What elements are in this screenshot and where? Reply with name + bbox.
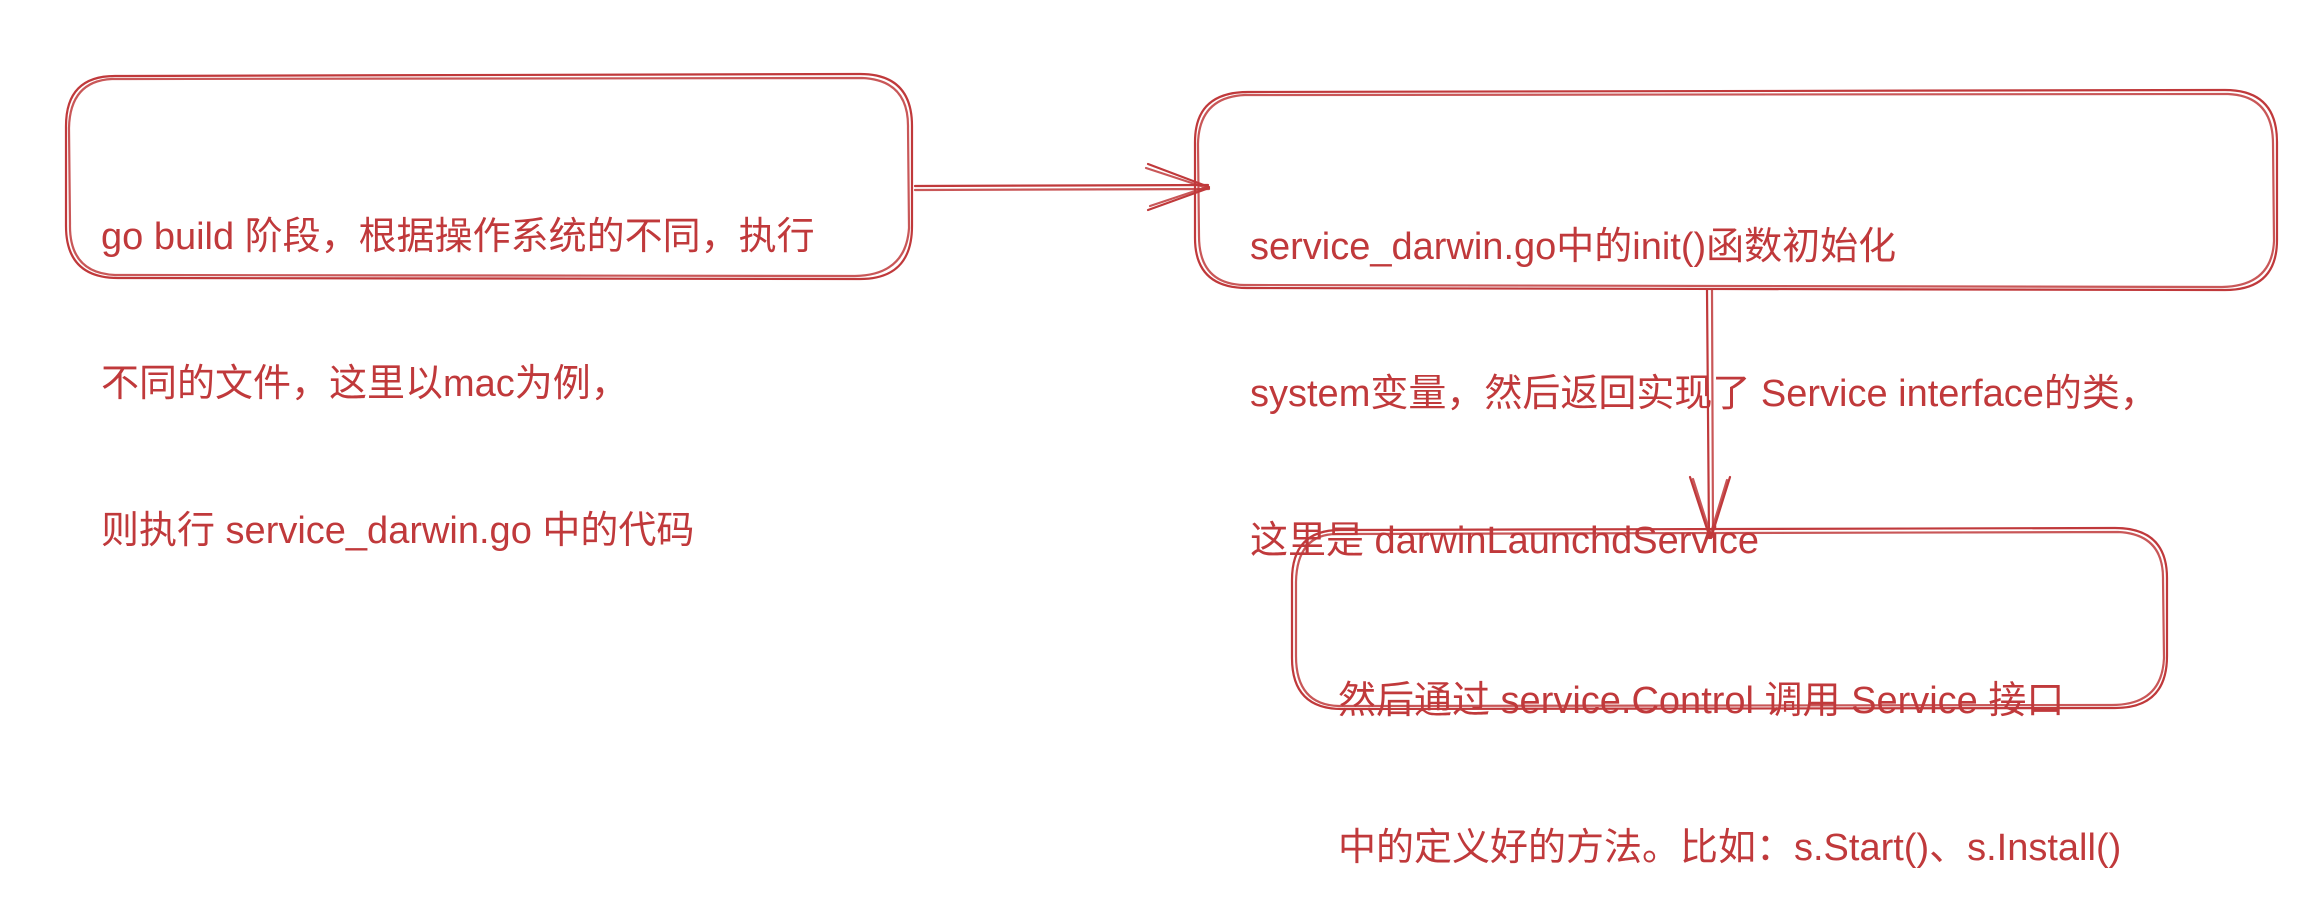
node-text-control: 然后通过 service.Control 调用 Service 接口 中的定义好… <box>1338 579 2121 922</box>
node-box-init <box>1193 88 2279 292</box>
node-init-line-3: 这里是 darwinLaunchdService <box>1250 520 1760 562</box>
node-control-line-1: 然后通过 service.Control 调用 Service 接口 <box>1338 680 2065 722</box>
node-box-build <box>64 72 914 281</box>
node-box-control <box>1290 526 2169 711</box>
node-build-line-2: 不同的文件，这里以mac为例， <box>101 363 629 405</box>
node-text-build: go build 阶段，根据操作系统的不同，执行 不同的文件，这里以mac为例，… <box>101 115 815 605</box>
node-init-line-2: system变量，然后返回实现了 Service interface的类， <box>1250 373 2158 415</box>
node-build-line-3: 则执行 service_darwin.go 中的代码 <box>101 510 695 552</box>
edge-build-to-init <box>913 162 1211 212</box>
node-init-line-1: service_darwin.go中的init()函数初始化 <box>1250 226 1897 268</box>
node-text-init: service_darwin.go中的init()函数初始化 system变量，… <box>1250 125 2158 615</box>
flow-diagram-canvas <box>64 72 2279 711</box>
node-control-line-2: 中的定义好的方法。比如：s.Start()、s.Install() <box>1338 827 2122 869</box>
node-build-line-1: go build 阶段，根据操作系统的不同，执行 <box>101 216 815 258</box>
edge-init-to-control <box>1688 288 1732 540</box>
